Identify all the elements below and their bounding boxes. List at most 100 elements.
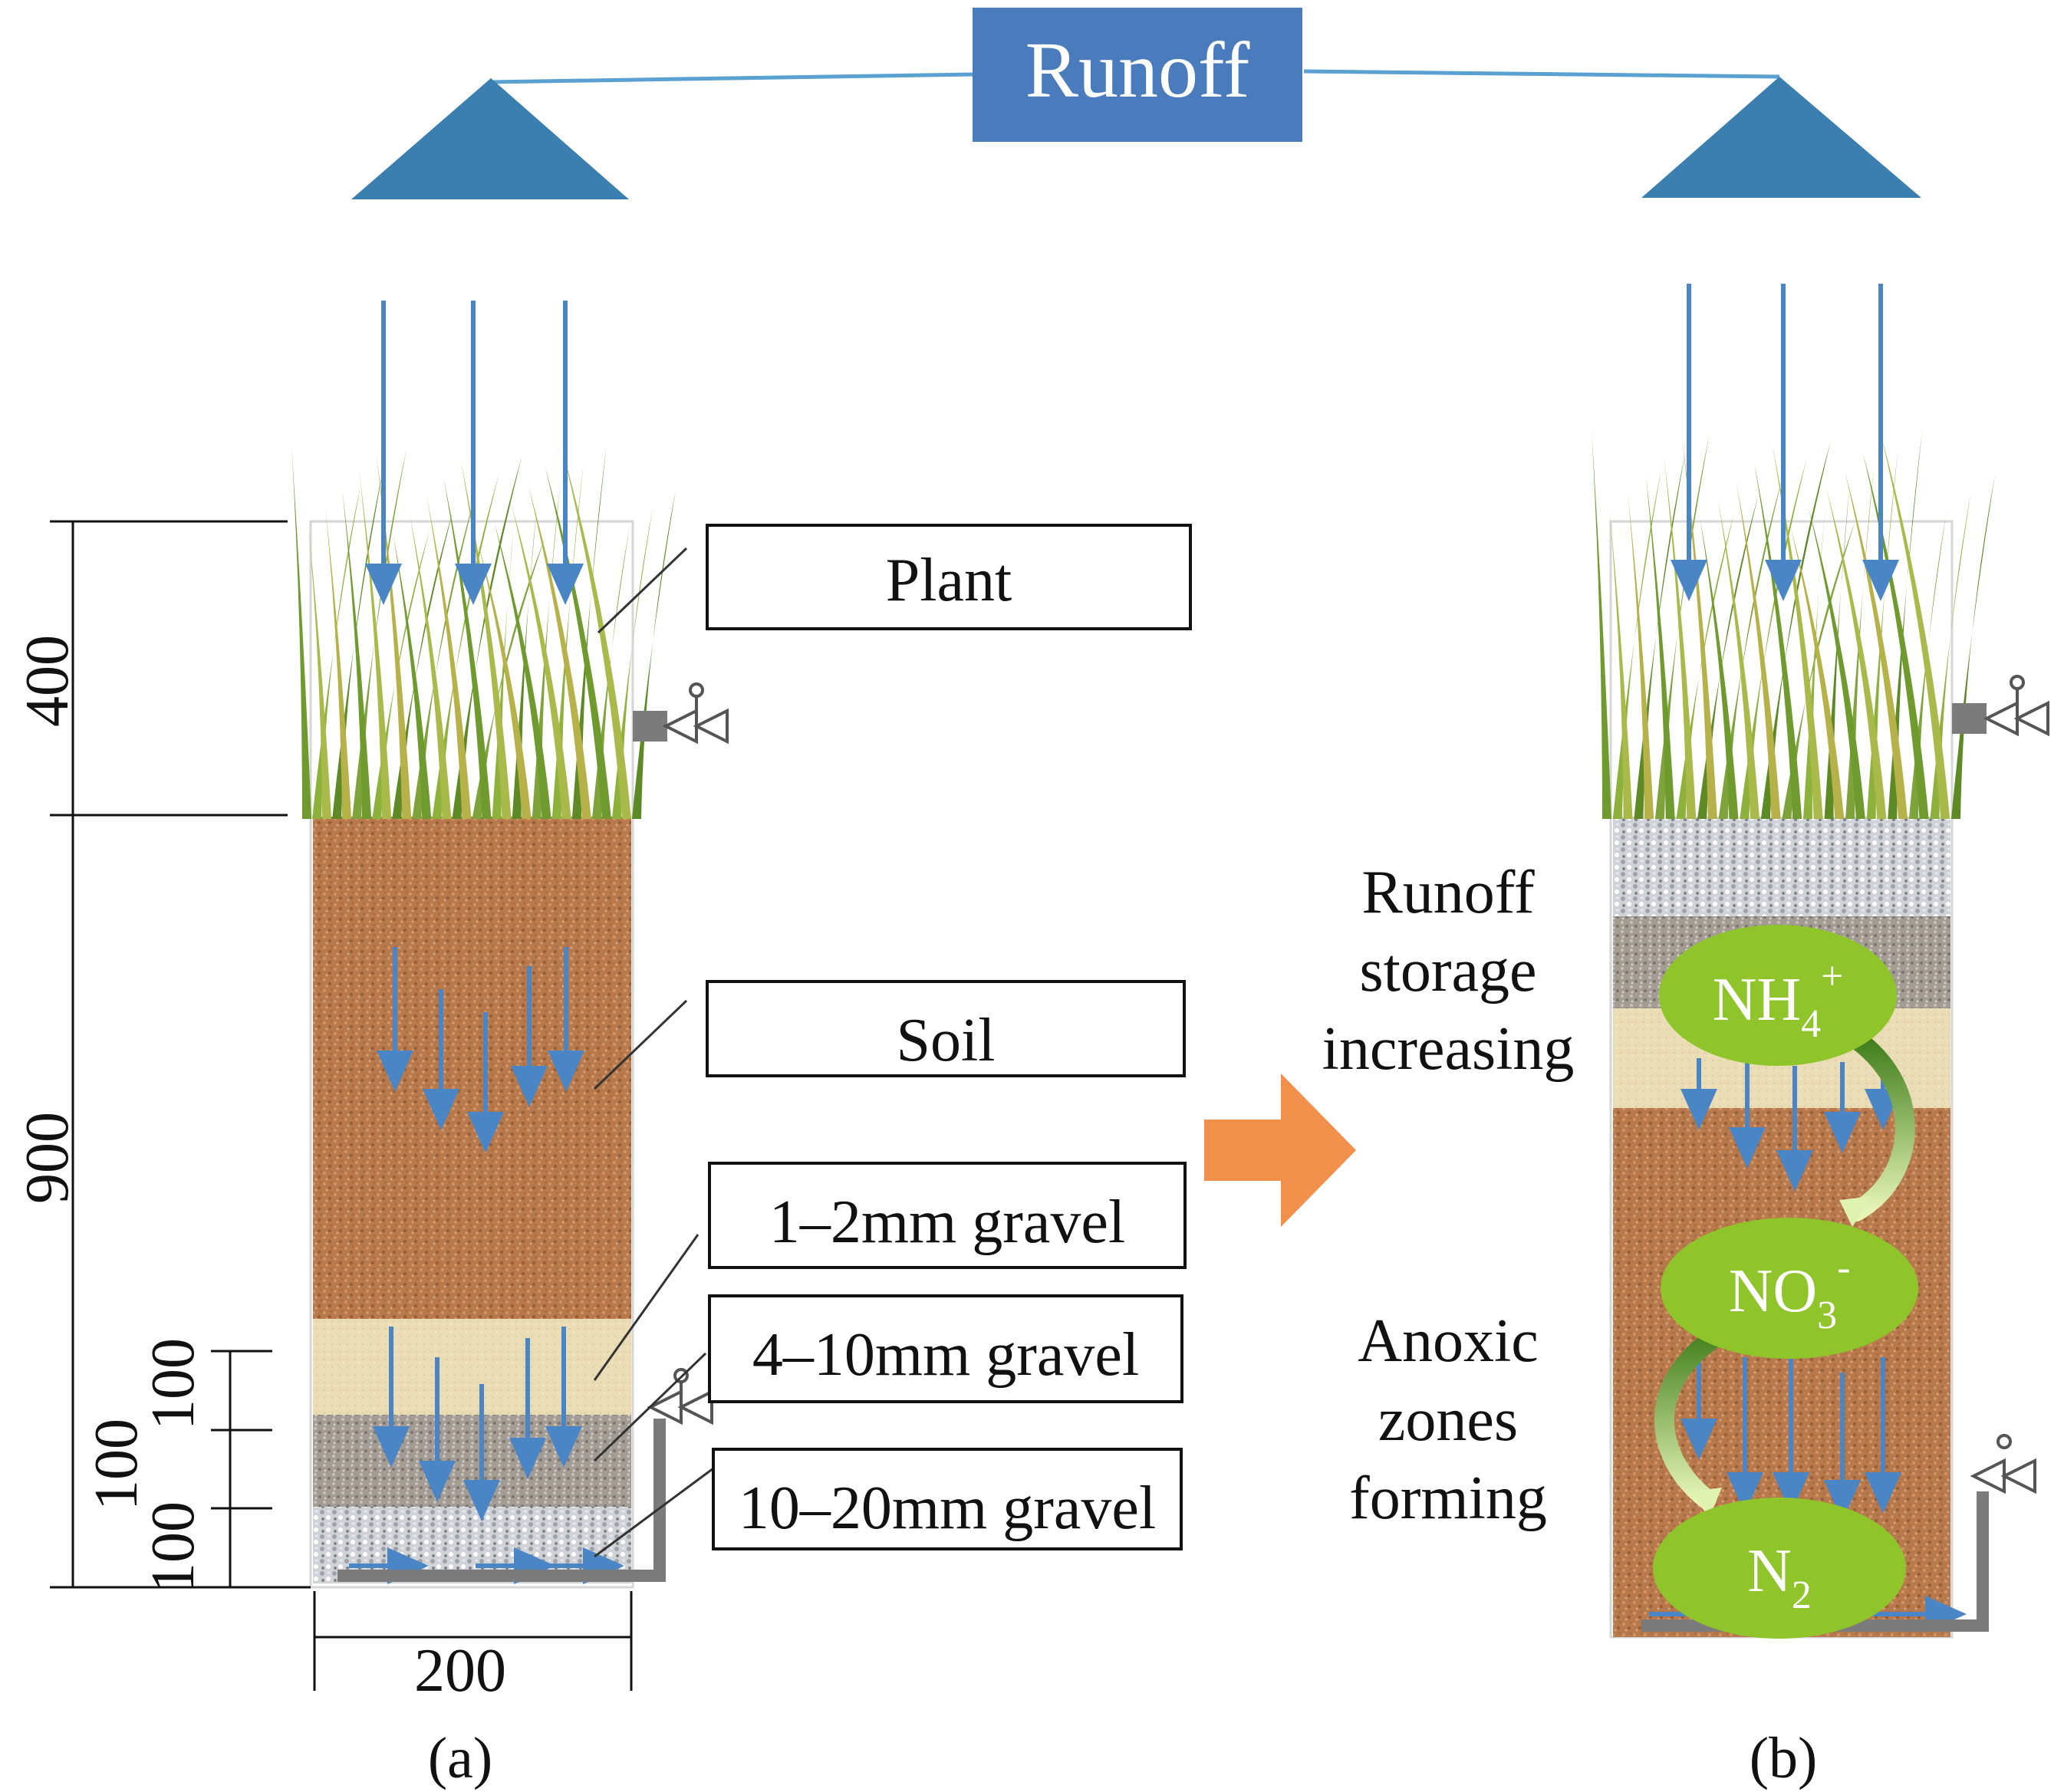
grass-blade (1888, 430, 1923, 819)
grass-blade (460, 460, 512, 819)
grass-blade (632, 490, 676, 819)
plant-grass-b (1592, 429, 1995, 819)
grass-blade (1754, 463, 1802, 819)
grass-blade (308, 526, 332, 819)
grass-blade (1881, 434, 1950, 819)
overflow-valve-b (1983, 675, 2049, 737)
species-nh4: NH4+ (1659, 925, 1897, 1066)
grass-blade (1740, 459, 1807, 819)
runoff-line-right (1303, 69, 1780, 79)
svg-text:NO3-: NO3- (1729, 1246, 1851, 1337)
nh4-sub: 4 (1801, 1002, 1821, 1046)
anoxic-line-2: zones (1378, 1386, 1518, 1454)
grass-blade (1760, 441, 1831, 819)
no3-sup: - (1837, 1246, 1850, 1290)
text-runoff-storage: Runoff storage increasing (1322, 859, 1575, 1083)
dim-900: 900 (14, 1112, 81, 1204)
grass-blade (1700, 518, 1739, 819)
runoff-title: Runoff (1025, 26, 1250, 114)
gravel-1-2-layer-a (313, 1319, 631, 1415)
grass-blade (1826, 489, 1887, 819)
distributor-right (1641, 77, 1921, 198)
grass-blade (376, 452, 412, 819)
drain-valve-a (647, 1368, 713, 1425)
species-no3: NO3- (1661, 1218, 1918, 1359)
dim-400: 400 (14, 635, 81, 727)
grass-blade (1697, 496, 1759, 819)
grass-blade (393, 534, 432, 819)
curve-arrow-no3-n2 (1654, 1320, 1736, 1509)
svg-text:NH4+: NH4+ (1713, 955, 1844, 1046)
runoff-title-box (973, 8, 1302, 142)
grass-blade (352, 449, 407, 819)
label-gravel-10-20: 10–20mm gravel (712, 1448, 1183, 1550)
grass-blade (443, 478, 492, 819)
grass-blade (1718, 478, 1783, 819)
label-plant: Plant (706, 524, 1192, 630)
label-gravel-1-2-text: 1–2mm gravel (769, 1189, 1125, 1256)
gravel-coarse-layer-b (1613, 817, 1950, 916)
runoff-storage-line-2: storage (1359, 937, 1536, 1005)
grass-blade (545, 468, 611, 819)
grass-blade (392, 511, 453, 819)
n2-base: N (1747, 1537, 1792, 1605)
flow-arrows-b (1649, 284, 1967, 1633)
runoff-storage-line-1: Runoff (1361, 859, 1535, 926)
anoxic-line-3: forming (1349, 1465, 1547, 1532)
curve-arrow-head-2 (1691, 1488, 1722, 1518)
gravel-4-10-layer-a (313, 1415, 631, 1507)
n2-sub: 2 (1792, 1573, 1812, 1617)
panel-b: NH4+ NO3- N2 Runoff storage increasing A… (1322, 284, 2049, 1790)
grass-blade (1609, 511, 1633, 819)
grass-blade (477, 541, 532, 819)
grass-blade (1862, 452, 1929, 819)
label-plant-text: Plant (886, 547, 1012, 614)
grass-blade (291, 445, 311, 819)
grass-blade (494, 523, 551, 819)
dim-200: 200 (414, 1637, 506, 1705)
grass-blade (359, 471, 392, 819)
caption-b: (b) (1750, 1726, 1818, 1790)
label-gravel-10-20-text: 10–20mm gravel (739, 1475, 1156, 1542)
transition-arrow (1204, 1074, 1356, 1227)
grass-blade (1628, 492, 1654, 819)
distributor-left (351, 78, 629, 199)
grass-blade (1802, 504, 1825, 819)
svg-text:N2: N2 (1747, 1537, 1812, 1617)
curve-arrow-nh4-no3 (1846, 1029, 1915, 1222)
grass-blade (1645, 474, 1675, 819)
grass-blade (1845, 471, 1908, 819)
dimension-lines-a (50, 520, 633, 1691)
grass-blade (1681, 437, 1717, 819)
grass-blade (1790, 526, 1845, 819)
no3-base: NO (1729, 1258, 1818, 1325)
overflow-pipe-a (633, 711, 667, 741)
text-anoxic-zones: Anoxic zones forming (1349, 1307, 1547, 1532)
nh4-sup: + (1821, 955, 1843, 998)
species-n2: N2 (1653, 1498, 1906, 1639)
runoff-distribution: Runoff (351, 8, 1921, 199)
grass-blade (561, 449, 631, 819)
grass-blade (571, 446, 607, 819)
grass-blade (325, 508, 352, 819)
grass-blade (1808, 508, 1865, 819)
grass-blade (472, 538, 545, 819)
flow-arrows-a (349, 301, 624, 1584)
grass-blade (1592, 429, 1611, 819)
panel-a: 400 900 100 100 100 200 Plant Soil 1–2mm… (14, 301, 1192, 1790)
leader-lines-a (593, 547, 714, 1558)
overflow-pipe-b (1952, 703, 1987, 734)
grass-blade (426, 497, 472, 819)
dim-100-lower: 100 (140, 1501, 207, 1593)
grass-blade (1951, 475, 1995, 819)
grass-blade (452, 456, 522, 819)
grass-blade (410, 515, 452, 819)
dim-100-outer: 100 (83, 1419, 150, 1511)
runoff-line-left (490, 72, 975, 84)
grass-blade (511, 505, 571, 819)
grass-blade (432, 475, 499, 819)
grass-blade (342, 489, 372, 819)
dim-100-upper: 100 (140, 1338, 207, 1430)
grass-blade (1736, 482, 1781, 819)
drain-valve-b (1970, 1434, 2036, 1494)
